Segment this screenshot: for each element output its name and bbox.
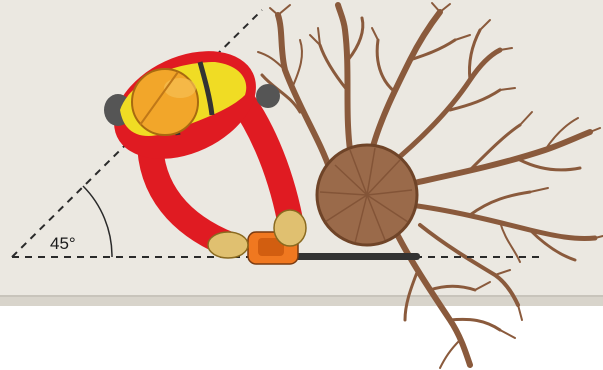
tree-trunk (317, 145, 417, 245)
angle-label: 45° (50, 234, 76, 253)
